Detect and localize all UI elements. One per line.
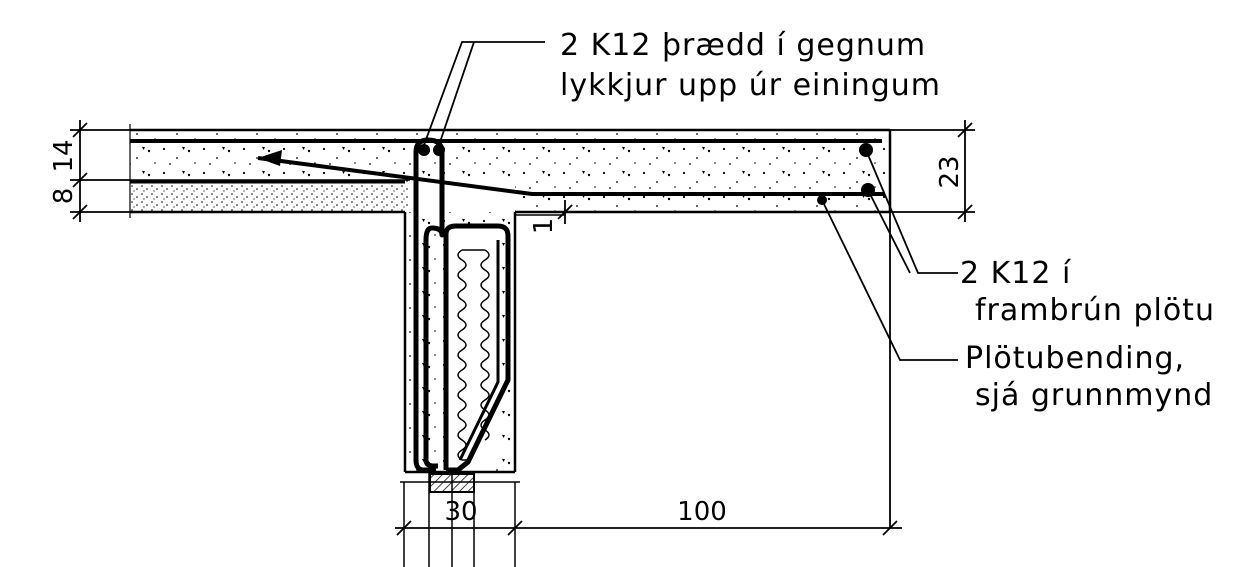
edge-bars-label-1: 2 K12 í xyxy=(960,256,1072,291)
tick-1 xyxy=(72,122,88,138)
slab-bend-bar xyxy=(257,156,885,196)
tick-5 xyxy=(957,204,973,220)
slab-bend-label-2: sjá grunnmynd xyxy=(975,378,1213,413)
dim-slab-bottom-layer: 8 xyxy=(49,188,79,205)
leaders xyxy=(423,41,958,361)
slab-topping-layer xyxy=(130,180,410,212)
slab-bend-label-1: Plötubending, xyxy=(965,341,1185,376)
dim-beam-width: 30 xyxy=(444,497,477,527)
tick-7 xyxy=(396,520,412,536)
dimensions xyxy=(70,120,975,536)
leader-top-bars-a xyxy=(423,41,545,146)
tick-3 xyxy=(72,204,88,220)
tick-9 xyxy=(882,520,898,536)
insulation-spring xyxy=(457,249,490,461)
reinforcement xyxy=(130,139,885,205)
tick-8 xyxy=(507,520,523,536)
stirrup-outer xyxy=(413,137,445,473)
dim-slab-total: 23 xyxy=(935,155,965,188)
top-loop-bar-b xyxy=(433,144,445,156)
tick-4 xyxy=(957,122,973,138)
tick-2 xyxy=(72,172,88,188)
stirrup-inner xyxy=(443,223,511,473)
top-bars-label-2: lykkjur upp úr einingum xyxy=(560,68,941,103)
bend-bar-hook xyxy=(258,150,282,166)
dim-gap: 1 xyxy=(529,218,559,235)
dim-slab-top-layer: 14 xyxy=(49,139,79,172)
top-loop-bar-a xyxy=(418,144,430,156)
bearing-pad xyxy=(429,473,475,493)
leader-slab-bend xyxy=(821,199,958,361)
slab-upper-layer xyxy=(130,130,890,180)
dim-cantilever: 100 xyxy=(677,497,727,527)
tick-6 xyxy=(557,204,573,220)
leader-edge-bars-a xyxy=(865,149,958,274)
leader-top-bars-b xyxy=(438,41,475,146)
inner-block xyxy=(448,228,498,468)
edge-bars-label-2: frambrún plötu xyxy=(975,293,1215,328)
top-bars-label-1: 2 K12 þrædd í gegnum xyxy=(560,28,926,63)
labels: 2 K12 þrædd í gegnum lykkjur upp úr eini… xyxy=(49,28,1215,527)
beam xyxy=(400,137,520,567)
stirrup-diagonal xyxy=(458,240,500,461)
slab xyxy=(129,124,892,218)
leader-edge-bars-b xyxy=(867,189,911,274)
